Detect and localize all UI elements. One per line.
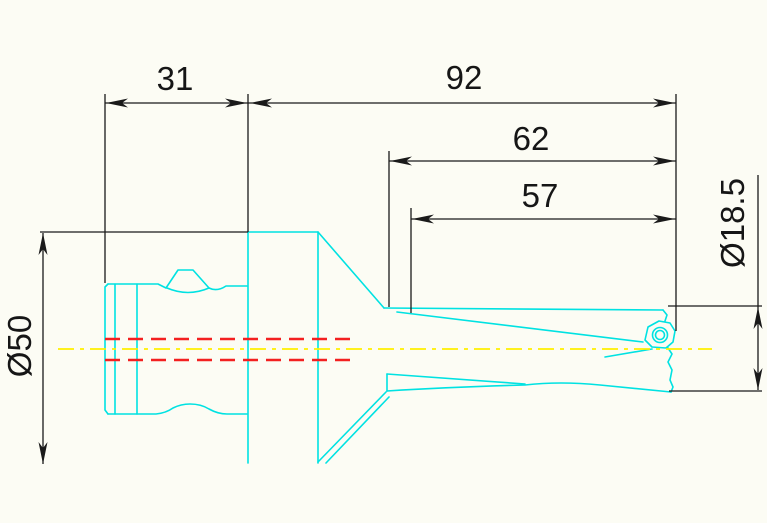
- dimension-lines: [42, 102, 759, 464]
- dimension-label-diameter-50: Ø50: [1, 315, 38, 377]
- tool-flange-outline: [247, 231, 390, 464]
- dimension-label-92: 92: [446, 59, 483, 96]
- insert-screw-hole-inner: [654, 329, 666, 341]
- dimension-arrows: [38, 98, 763, 464]
- dimension-label-diameter-18-5: Ø18.5: [714, 178, 751, 268]
- drill-body-outline: [383, 307, 674, 393]
- coolant-bore-hidden-lines: [105, 337, 358, 362]
- tool-shank-outline: [104, 269, 248, 415]
- cutting-insert: [644, 320, 676, 349]
- dimension-labels: 31 92 62 57 Ø50 Ø18.5: [1, 59, 751, 377]
- dimension-label-57: 57: [522, 177, 559, 214]
- dimension-label-31: 31: [157, 60, 194, 97]
- insert-screw-hole: [651, 326, 669, 344]
- dimension-label-62: 62: [513, 120, 550, 157]
- extension-lines: [40, 94, 762, 392]
